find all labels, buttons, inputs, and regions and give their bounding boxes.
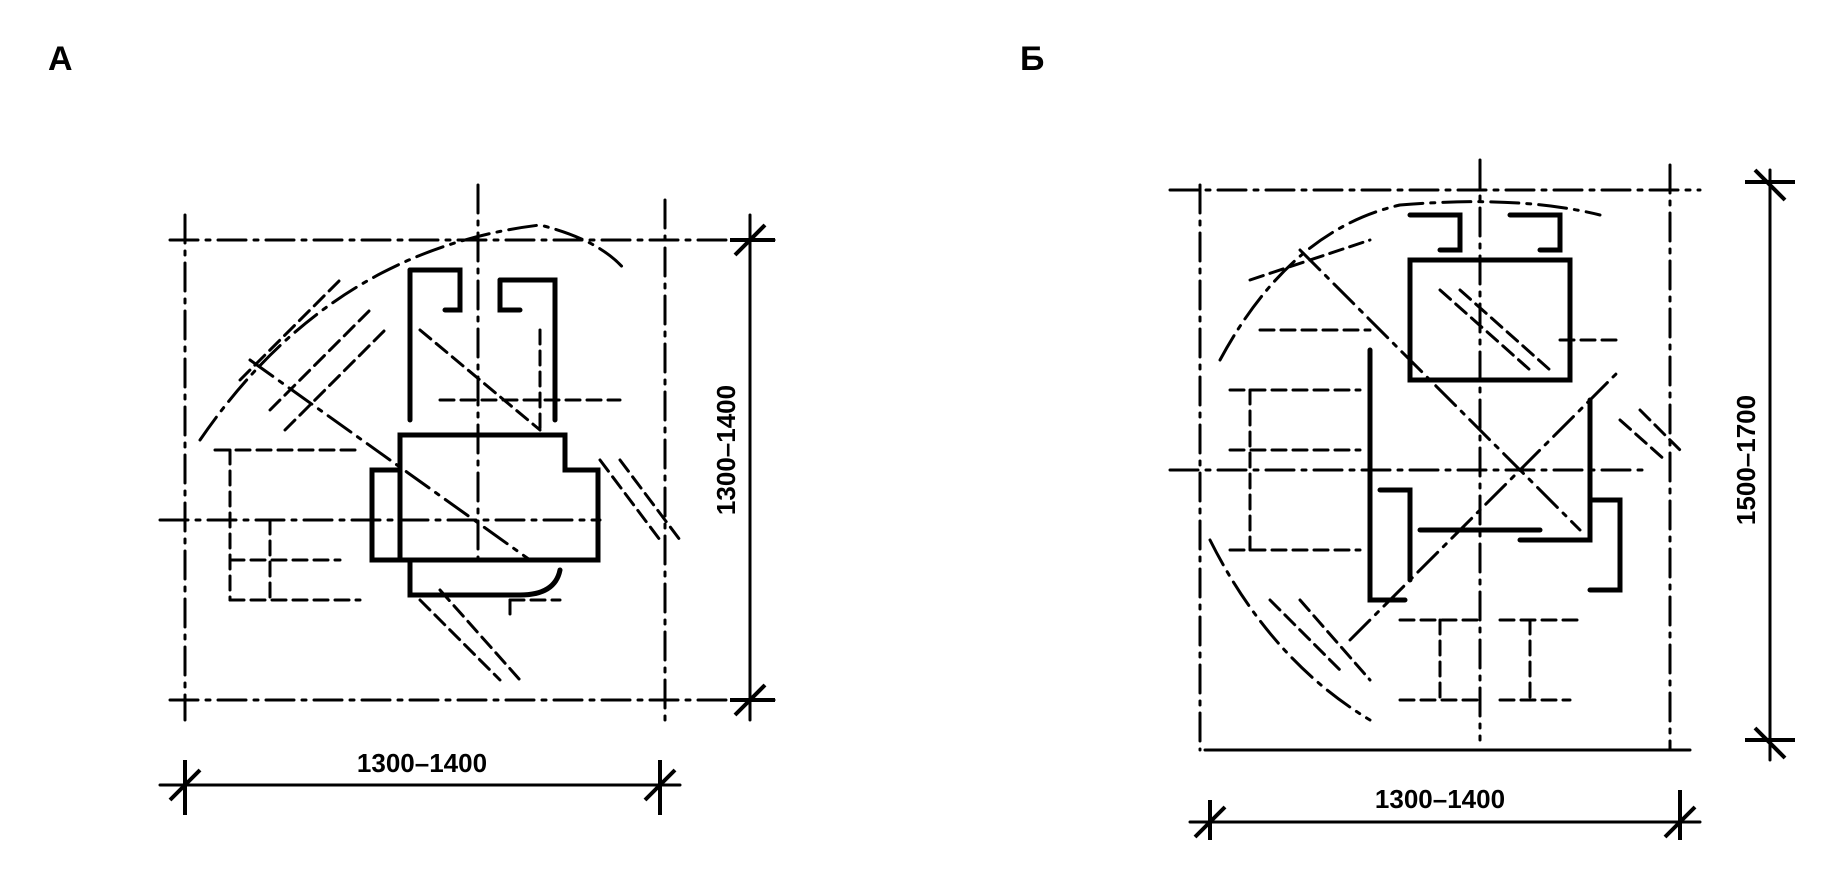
panel-a-width-dimension: 1300–1400: [158, 748, 682, 815]
panel-a-height-label: 1300–1400: [711, 385, 741, 515]
panel-a-label: А: [48, 40, 73, 78]
panel-a-frame: [158, 183, 782, 722]
panel-b-upper-ducts: [1407, 212, 1622, 372]
panel-b-label: Б: [1020, 40, 1044, 78]
panel-b-chamber: [1367, 257, 1623, 603]
panel-b-frame: [1168, 158, 1702, 752]
panel-a: А: [48, 40, 782, 815]
panel-b-right-branches: [1398, 408, 1682, 702]
panel-a-height-dimension: 1300–1400: [711, 213, 775, 722]
panel-b-width-label: 1300–1400: [1375, 784, 1505, 814]
panel-b-left-branches: [1228, 238, 1372, 682]
panel-b-width-dimension: 1300–1400: [1188, 784, 1702, 840]
panel-b: Б: [1020, 40, 1795, 840]
panel-a-width-label: 1300–1400: [357, 748, 487, 778]
panel-b-height-dimension: 1500–1700: [1731, 168, 1795, 762]
panel-a-upper-ducts: [407, 267, 622, 432]
panel-a-chamber: [369, 432, 601, 598]
panel-a-right-branches: [418, 458, 682, 682]
panel-a-left-branches: [213, 278, 387, 602]
panel-b-height-label: 1500–1700: [1731, 395, 1761, 525]
